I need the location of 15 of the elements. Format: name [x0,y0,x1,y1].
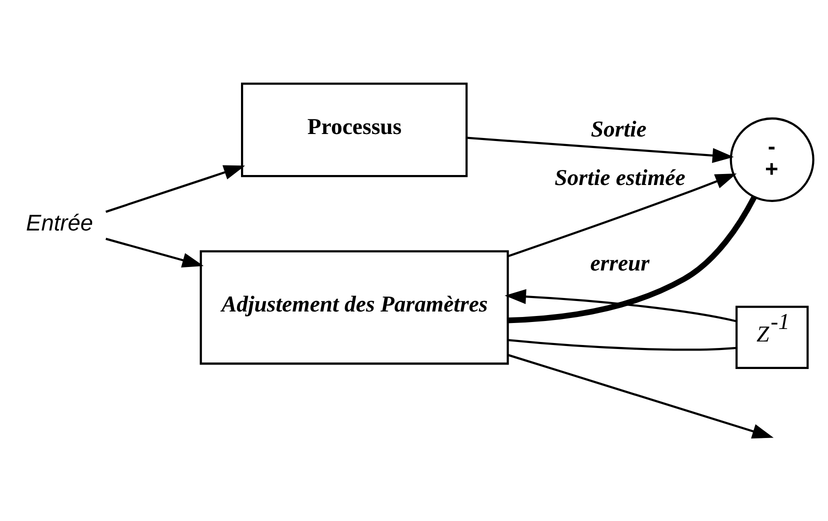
arrow [106,165,246,213]
arrow [508,354,774,439]
edge-label: Sortie estimée [554,165,686,190]
node-circle: - + [730,117,814,202]
edge-label: erreur [590,250,650,276]
node-box: Processus [241,82,468,178]
connector [508,339,737,351]
node-text: Entrée [26,209,93,236]
arrow [508,173,737,258]
node-box: Adjustement des Paramètres [200,250,509,365]
arrow [106,238,204,268]
connector [508,196,757,324]
edge-label: Sortie [590,116,646,142]
arrow [466,136,734,163]
arrow [504,289,737,322]
